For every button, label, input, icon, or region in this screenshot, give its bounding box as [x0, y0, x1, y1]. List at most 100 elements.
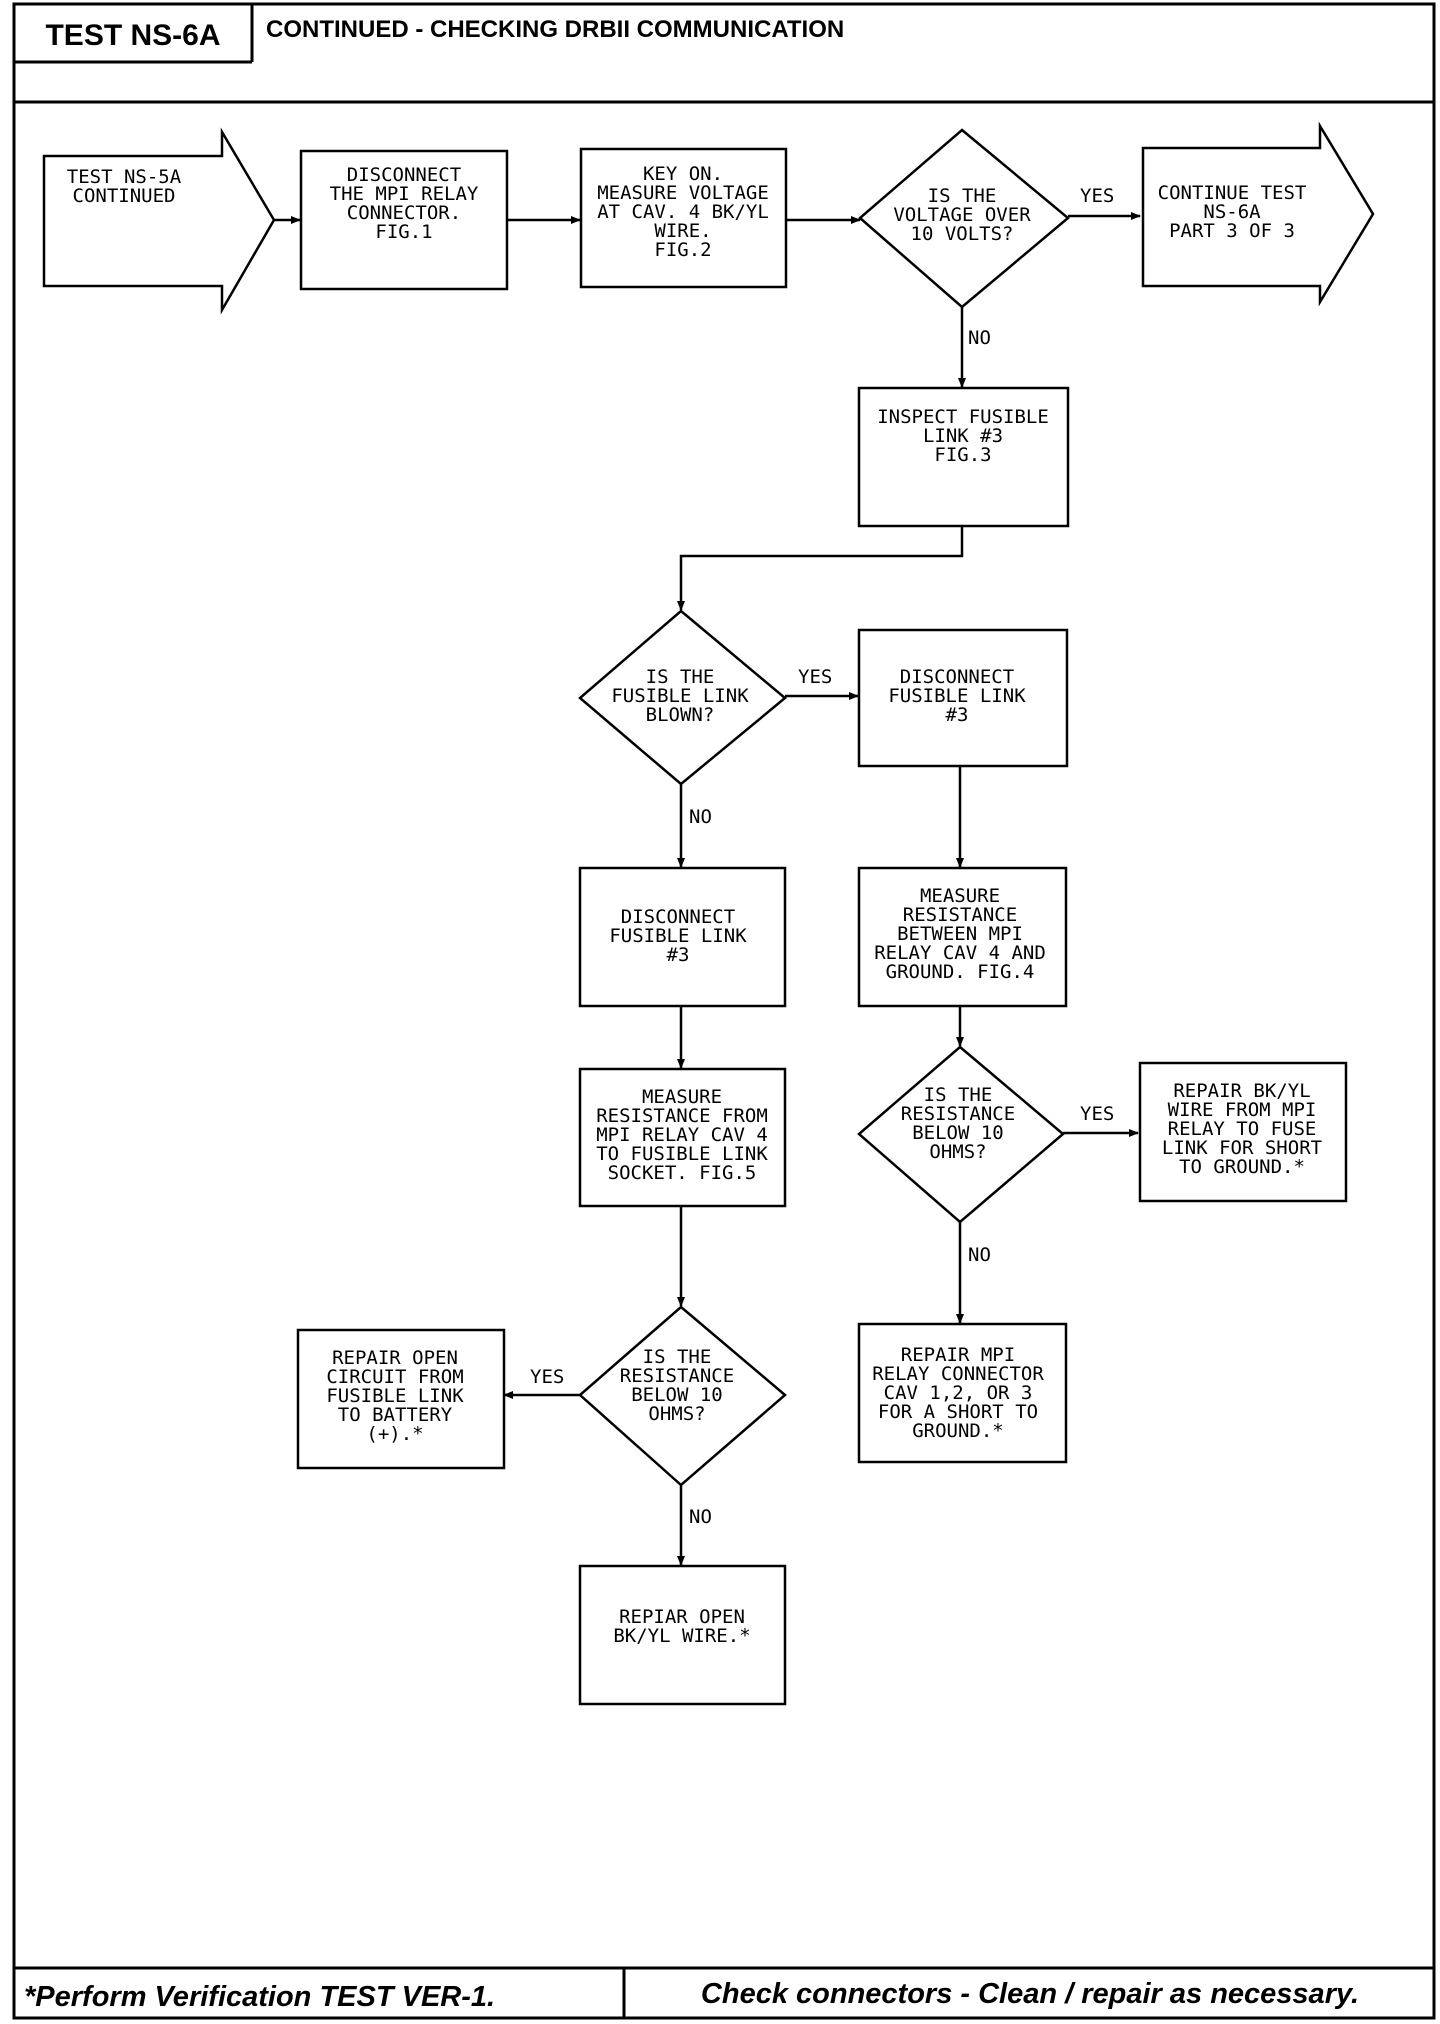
node-text-line: FUSIBLE LINK [611, 685, 749, 707]
node-text-line: VOLTAGE OVER [893, 204, 1031, 226]
node-text-line: REPIAR OPEN [619, 1606, 745, 1628]
node-text-line: CONTINUE TEST [1158, 182, 1307, 204]
node-text-line: CONNECTOR. [347, 202, 461, 224]
page-title: CONTINUED - CHECKING DRBII COMMUNICATION [266, 16, 844, 43]
node-text-line: TO GROUND.* [1179, 1156, 1305, 1178]
connectors [274, 212, 1141, 1566]
node-shape [857, 1322, 1068, 1464]
outer-frame [12, 2, 1436, 2020]
node-text-line: FUSIBLE LINK [326, 1385, 464, 1407]
node-shape [578, 1067, 787, 1208]
node-text-line: WIRE. [654, 220, 711, 242]
node-shape [578, 866, 787, 1008]
node-text-line: #3 [946, 704, 969, 726]
node-shape [858, 128, 1070, 309]
node-text-line: BK/YL WIRE.* [613, 1625, 750, 1647]
node-text-line: DISCONNECT [347, 164, 461, 186]
node-text-line: #3 [667, 944, 690, 966]
node-text-line: 10 VOLTS? [911, 223, 1014, 245]
node-text-line: OHMS? [929, 1141, 986, 1163]
node-text-line: FIG.1 [375, 221, 432, 243]
node-text-line: MEASURE [642, 1086, 722, 1108]
node-text-line: IS THE [646, 666, 715, 688]
node-text-line: (+).* [366, 1423, 423, 1445]
node-text-line: FUSIBLE LINK [609, 925, 747, 947]
node-text-line: MEASURE VOLTAGE [597, 182, 769, 204]
node-text-line: DISCONNECT [621, 906, 735, 928]
footer-connector-note: Check connectors - Clean / repair as nec… [701, 1978, 1359, 2010]
label-right-decision-no: NO [968, 1244, 991, 1266]
node-text-line: GROUND. FIG.4 [886, 961, 1035, 983]
node-text-line: CONTINUED [73, 185, 176, 207]
node-text-line: FIG.3 [934, 444, 991, 466]
node-text-line: TEST NS-5A [67, 166, 182, 188]
label-blown-yes: YES [798, 666, 832, 688]
node-text-line: NS-6A [1203, 201, 1261, 223]
node-shape [578, 1564, 787, 1706]
node-text-line: AT CAV. 4 BK/YL [597, 201, 769, 223]
node-text-line: WIRE FROM MPI [1168, 1099, 1317, 1121]
test-id-label: TEST NS-6A [45, 19, 220, 52]
node-text-line: MEASURE [920, 885, 1000, 907]
node-text-line: IS THE [928, 185, 997, 207]
node-shape [1138, 1061, 1348, 1203]
node-shape [578, 609, 787, 786]
node-text-line: RELAY CONNECTOR [872, 1363, 1044, 1385]
node-shape [857, 866, 1068, 1008]
node-text-line: REPAIR OPEN [332, 1347, 458, 1369]
label-blown-no: NO [689, 806, 712, 828]
node-text-line: FIG.2 [654, 239, 711, 261]
node-text-line: INSPECT FUSIBLE [877, 406, 1049, 428]
node-text-line: OHMS? [648, 1403, 705, 1425]
node-text-line: KEY ON. [643, 163, 723, 185]
node-text-line: FUSIBLE LINK [888, 685, 1026, 707]
node-shape [1141, 121, 1375, 307]
node-text-line: SOCKET. FIG.5 [608, 1162, 757, 1184]
label-left-decision-no: NO [689, 1506, 712, 1528]
node-text-line: GROUND.* [912, 1420, 1004, 1442]
node-text-line: CIRCUIT FROM [326, 1366, 463, 1388]
node-text-line: RESISTANCE [620, 1365, 734, 1387]
node-text-line: IS THE [643, 1346, 712, 1368]
node-text-line: TO BATTERY [338, 1404, 453, 1426]
node-shape [42, 127, 276, 315]
node-text-line: BLOWN? [646, 704, 715, 726]
node-shape [579, 147, 788, 289]
node-text-line: BELOW 10 [912, 1122, 1004, 1144]
edge-inspect-to-blown-decision [677, 526, 964, 611]
node-text-line: LINK #3 [923, 425, 1003, 447]
node-text-line: REPAIR MPI [901, 1344, 1015, 1366]
node-text-line: RESISTANCE [901, 1103, 1015, 1125]
node-text-line: BELOW 10 [631, 1384, 723, 1406]
node-text-line: RELAY TO FUSE [1168, 1118, 1317, 1140]
node-shape [578, 1305, 787, 1487]
label-voltage-yes: YES [1080, 185, 1114, 207]
node-text-line: MPI RELAY CAV 4 [596, 1124, 768, 1146]
node-text-line: FOR A SHORT TO [878, 1401, 1038, 1423]
node-text-line: PART 3 OF 3 [1169, 220, 1295, 242]
